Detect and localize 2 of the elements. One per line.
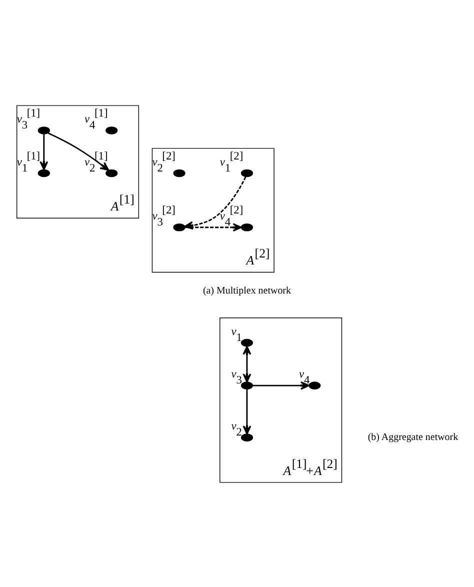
label: (a) Multiplex network [202, 284, 291, 296]
label: (b) Aggregate network [368, 432, 458, 443]
